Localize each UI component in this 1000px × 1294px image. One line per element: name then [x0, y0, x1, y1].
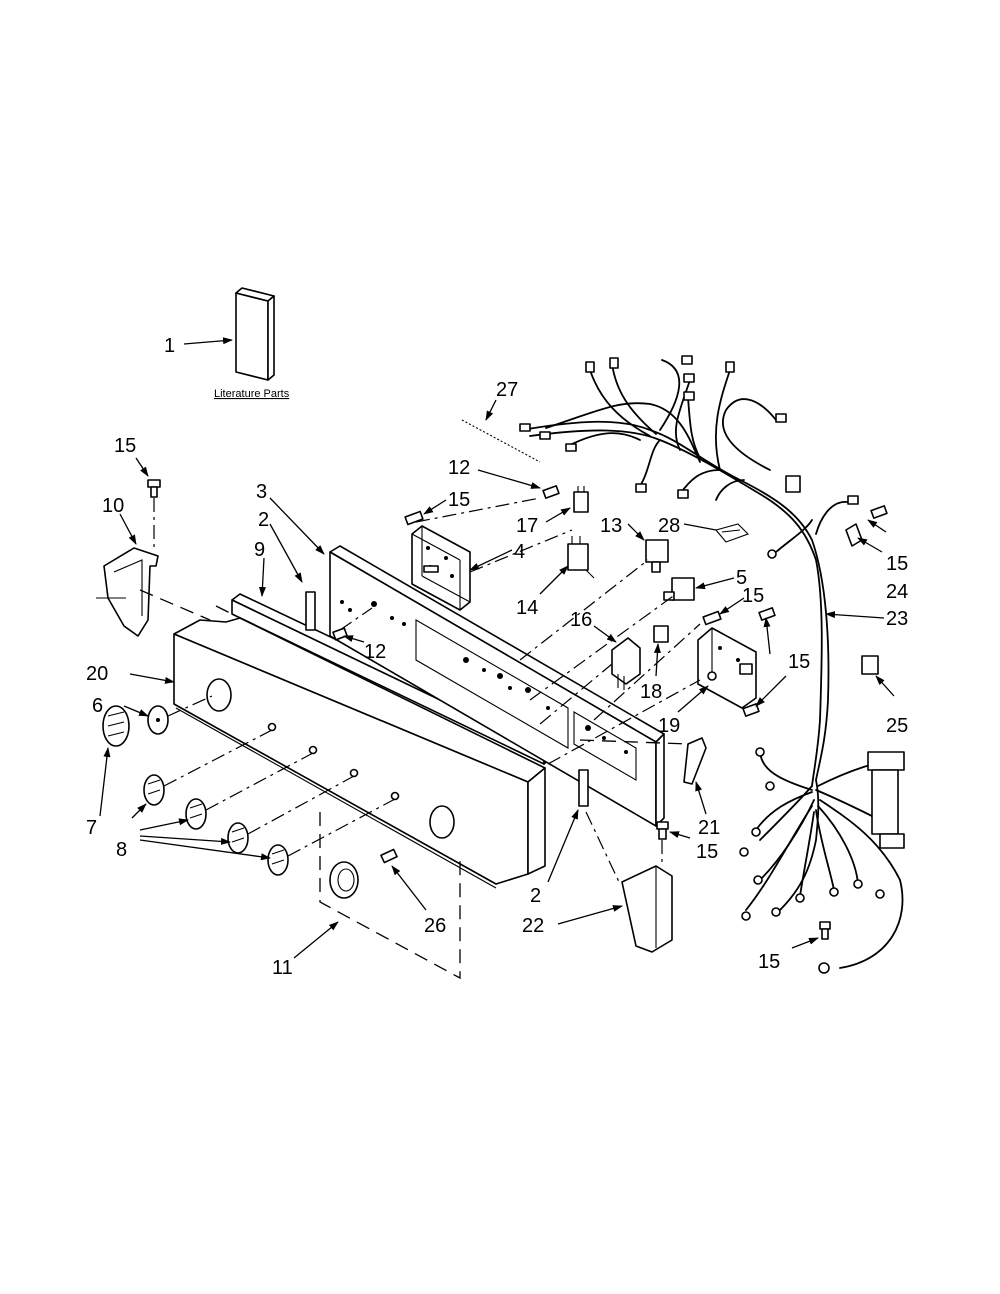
screw-top-left [147, 479, 161, 498]
left-end-cap [96, 547, 159, 637]
spacer-lower [578, 769, 589, 807]
guide-22 [585, 811, 621, 885]
part-28-clip [715, 523, 749, 543]
callout-15: 15 [758, 951, 780, 973]
knob-8d [267, 844, 289, 876]
guide-13 [519, 559, 649, 661]
guide-5 [529, 593, 677, 701]
callout-11: 11 [272, 957, 293, 979]
part-27-strip [461, 419, 541, 463]
callout-7: 7 [86, 817, 97, 839]
knob-7 [102, 705, 130, 747]
knob-guide-5 [167, 695, 213, 717]
callout-15: 15 [788, 651, 810, 673]
callout-23: 23 [886, 608, 908, 630]
callout-20: 20 [86, 663, 108, 685]
callout-15: 15 [742, 585, 764, 607]
screw-15-upper-right [702, 610, 722, 626]
guide-15 [593, 623, 701, 721]
callout-16: 16 [570, 609, 592, 631]
callout-12: 12 [364, 641, 386, 663]
clip-24 [845, 523, 863, 547]
callout-19: 19 [658, 715, 680, 737]
screw-15-right [758, 607, 776, 621]
callout-5: 5 [736, 567, 747, 589]
right-end-cap [621, 865, 673, 953]
screw-15-top [404, 510, 424, 526]
callout-10: 10 [102, 495, 124, 517]
spacer-upper [305, 591, 316, 631]
knob-11 [329, 861, 359, 899]
guide-16 [539, 663, 613, 725]
connector-18 [653, 625, 669, 643]
callout-27: 27 [496, 379, 518, 401]
knob-guide-3 [247, 775, 355, 835]
callout-21: 21 [698, 817, 720, 839]
guide-21 [579, 739, 689, 745]
callouts: 1 27 15 10 12 3 15 2 17 13 28 9 4 15 24 … [86, 335, 908, 979]
control-module [411, 525, 471, 611]
callout-3: 3 [256, 481, 267, 503]
callout-15: 15 [448, 489, 470, 511]
callout-28: 28 [658, 515, 680, 537]
control-bracket [329, 545, 665, 827]
knob-guide-2 [205, 752, 314, 811]
console-panel [173, 617, 546, 889]
literature-parts-label: Literature Parts [214, 388, 290, 400]
callout-24: 24 [886, 581, 908, 603]
knob-8b [185, 798, 207, 830]
switch-14 [567, 536, 595, 579]
shaft-26 [380, 848, 398, 864]
screw-15-lower-right [742, 703, 760, 717]
literature-booklet [235, 287, 275, 381]
callout-6: 6 [92, 695, 103, 717]
callout-15: 15 [696, 841, 718, 863]
guide-17 [469, 529, 573, 573]
screw-12-top [542, 485, 560, 499]
leader-lines [99, 337, 895, 959]
screw-15-harness [870, 505, 888, 519]
callout-2: 2 [258, 509, 269, 531]
callout-26: 26 [424, 915, 446, 937]
callout-15: 15 [886, 553, 908, 575]
callout-2: 2 [530, 885, 541, 907]
knob-11-bracket [319, 812, 461, 980]
callout-8: 8 [116, 839, 127, 861]
callout-15: 15 [114, 435, 136, 457]
part-21-lever [683, 737, 707, 785]
knob-8c [227, 822, 249, 854]
switch-16 [611, 637, 641, 690]
callout-12: 12 [448, 457, 470, 479]
callout-25: 25 [886, 715, 908, 737]
guide-top-screws [415, 497, 541, 523]
callout-17: 17 [516, 515, 538, 537]
callout-1: 1 [164, 335, 175, 357]
knob-8a [143, 774, 165, 806]
wire-harness [519, 355, 905, 974]
callout-13: 13 [600, 515, 622, 537]
rotary-switch-5 [663, 577, 695, 601]
guide-19 [547, 679, 701, 765]
endcap-guide [139, 589, 211, 621]
callout-9: 9 [254, 539, 265, 561]
knob-guide-4 [287, 798, 396, 857]
callout-14: 14 [516, 597, 538, 619]
callout-4: 4 [514, 541, 525, 563]
knob-bezel-6 [147, 705, 169, 735]
rotary-switch-13 [645, 539, 669, 573]
callout-22: 22 [522, 915, 544, 937]
guide-12b [339, 607, 373, 631]
switch-17 [573, 486, 589, 513]
screw-right-endcap [656, 821, 669, 840]
block-25 [861, 655, 879, 675]
screw-15-ground [819, 921, 831, 940]
knob-guide-1 [163, 729, 273, 787]
callout-18: 18 [640, 681, 662, 703]
electronic-control [697, 627, 757, 709]
